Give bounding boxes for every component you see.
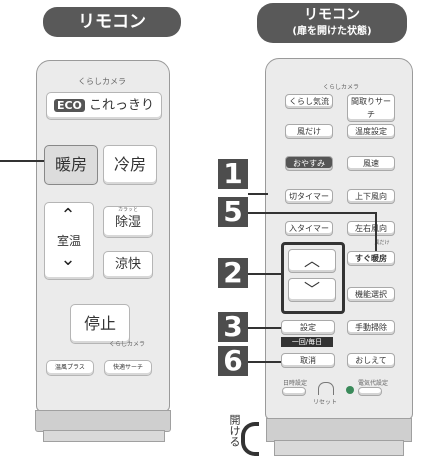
sugu-danbou-button[interactable]: すぐ暖房: [347, 251, 395, 266]
kurashi-kiryu-button[interactable]: くらし気流: [285, 94, 333, 109]
open-arrow-icon: [241, 422, 259, 456]
kinou-sentaku-button[interactable]: 機能選択: [347, 287, 395, 302]
joge-fuuko-button[interactable]: 上下風向: [347, 189, 395, 204]
left-remote-bottom: [35, 410, 171, 432]
oshiete-button[interactable]: おしえて: [347, 353, 395, 368]
kaiteki-search-button[interactable]: 快適サーチ: [104, 360, 152, 376]
iri-timer-button[interactable]: 入タイマー: [285, 221, 333, 236]
right-remote-base: [274, 440, 404, 456]
eco-button[interactable]: ECO これっきり: [46, 92, 162, 120]
chevron-up-icon: ︿: [303, 251, 320, 270]
danbou-button[interactable]: 暖房: [44, 145, 98, 185]
denki-settei-label: 電気代設定: [357, 380, 388, 387]
right-remote-bottom: [266, 418, 412, 442]
madori-search-button[interactable]: 間取りサーチ: [347, 94, 395, 122]
rocker-up-button[interactable]: ︿: [288, 249, 336, 273]
eco-badge: ECO: [53, 99, 85, 112]
settei-button[interactable]: 設定: [281, 320, 335, 335]
josou-label: 除湿: [114, 215, 141, 230]
fuusoku-button[interactable]: 風速: [347, 156, 395, 171]
right-header: リモコン (扉を開けた状態): [257, 3, 407, 43]
marker-2-line: [248, 273, 281, 275]
reset-label: リセット: [312, 399, 337, 406]
left-kurashi-label-2: くらしカメラ: [108, 341, 145, 348]
onpu-plus-button[interactable]: 温風プラス: [46, 360, 94, 376]
teishi-button[interactable]: 停止: [70, 304, 130, 344]
rocker-highlight: [281, 242, 345, 314]
marker-2: 2: [218, 258, 248, 288]
marker-1-line: [248, 193, 268, 195]
temp-up-icon[interactable]: ⌃: [60, 205, 76, 226]
teate-souji-button[interactable]: 手動掃除: [347, 320, 395, 335]
chevron-down-icon: ﹀: [303, 280, 320, 299]
marker-3-line: [248, 327, 281, 329]
left-remote-base: [43, 430, 165, 442]
sayu-fuuko-button[interactable]: 左右風向: [347, 221, 395, 236]
torikeshi-button[interactable]: 取消: [281, 353, 335, 368]
open-label: 開ける: [228, 414, 241, 447]
kaze-dake-button[interactable]: 風だけ: [285, 124, 333, 139]
right-header-subtitle: (扉を開けた状態): [292, 26, 372, 37]
nichiji-settei-button[interactable]: [282, 387, 306, 396]
marker-6-line: [248, 361, 281, 363]
ryokai-button[interactable]: 涼快: [103, 251, 153, 279]
reibou-button[interactable]: 冷房: [103, 145, 157, 185]
marker-5-line: [248, 212, 376, 214]
temp-rocker[interactable]: ⌃ 室温 ⌄: [44, 202, 94, 280]
leader-line: [0, 160, 46, 162]
left-kurashi-label: くらしカメラ: [78, 77, 126, 86]
left-header: リモコン: [43, 7, 181, 37]
ondo-settei-button[interactable]: 温度設定: [347, 124, 395, 139]
temp-down-icon[interactable]: ⌄: [60, 249, 76, 270]
rocker-down-button[interactable]: ﹀: [288, 278, 336, 302]
sugu-small-label: 風だけ: [374, 240, 390, 246]
josou-button[interactable]: カラッと 除湿: [103, 206, 153, 238]
right-header-title: リモコン: [304, 7, 360, 23]
right-kurashi-label: くらしカメラ: [322, 84, 359, 91]
indicator-dot: [346, 386, 354, 394]
marker-6: 6: [218, 346, 248, 376]
ichikai-mainichi-label: 一回/毎日: [281, 337, 333, 347]
marker-1: 1: [218, 159, 248, 189]
eco-text: これっきり: [89, 98, 155, 113]
marker-3: 3: [218, 312, 248, 342]
marker-5: 5: [218, 197, 248, 227]
nichiji-settei-label: 日時設定: [282, 380, 307, 387]
kiri-timer-button[interactable]: 切タイマー: [285, 189, 333, 204]
reset-icon[interactable]: [318, 382, 334, 395]
marker-5-line-down: [375, 212, 377, 251]
josou-small-label: カラッと: [117, 207, 138, 213]
oyasumi-button[interactable]: おやすみ: [285, 156, 333, 171]
denki-settei-button[interactable]: [358, 387, 382, 396]
temp-label: 室温: [56, 234, 81, 248]
